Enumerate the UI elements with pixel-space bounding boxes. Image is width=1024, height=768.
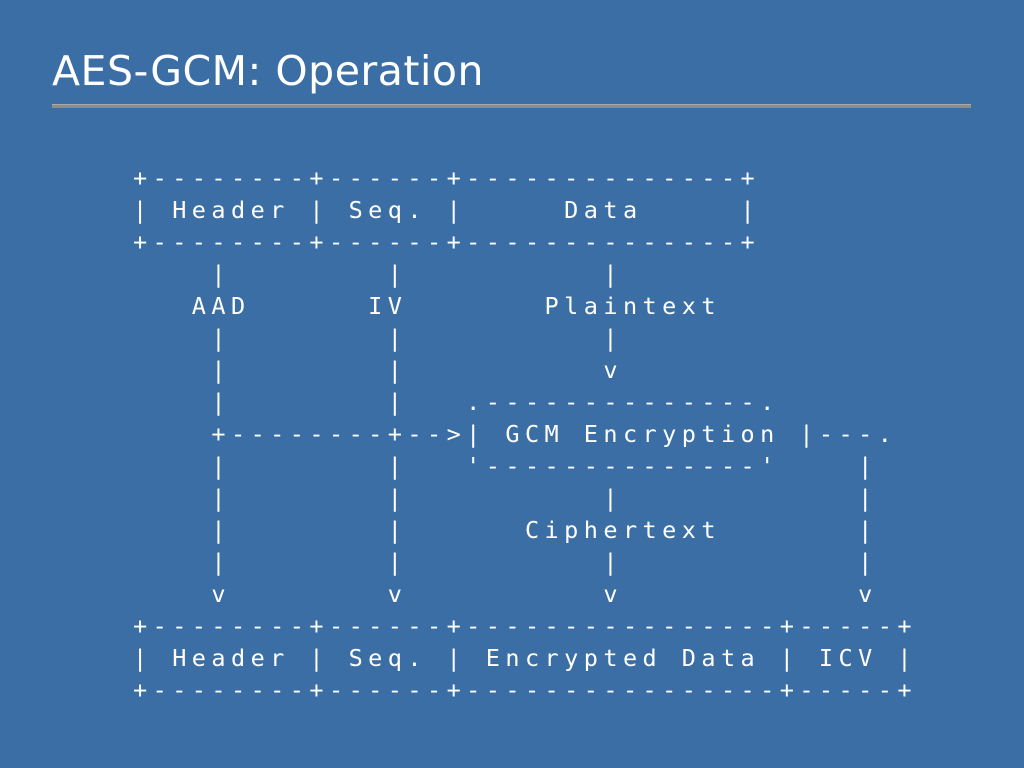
title-underline-rule: [52, 104, 971, 108]
title-block: AES-GCM: Operation: [52, 44, 972, 98]
aes-gcm-ascii-diagram: +--------+------+--------------+ | Heade…: [133, 164, 917, 704]
page-title: AES-GCM: Operation: [52, 47, 484, 95]
